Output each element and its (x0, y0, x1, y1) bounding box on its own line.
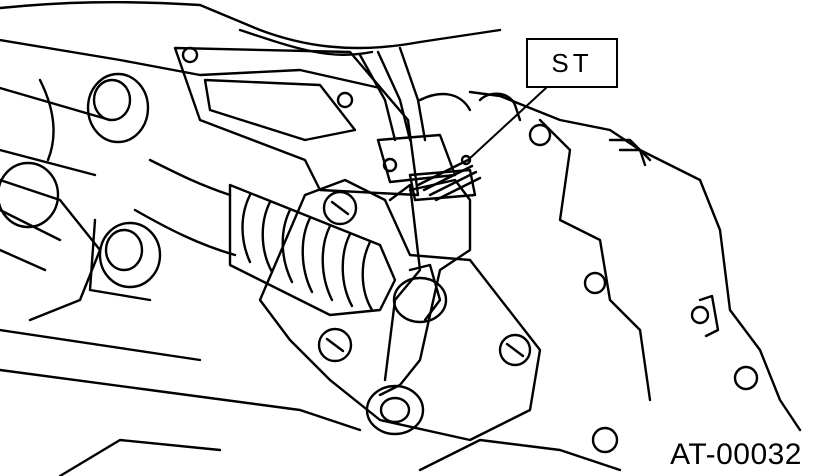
figure-code: AT-00032 (670, 438, 802, 471)
callout-label-text: ST (551, 47, 593, 78)
housing-bottom-edge (0, 178, 622, 476)
housing-top-edge (0, 0, 502, 90)
wire-harness (358, 46, 477, 202)
special-tool-st (416, 154, 482, 202)
inhibitor-switch (258, 178, 542, 442)
cable-sheath (133, 158, 397, 317)
callout-label-st: ST (526, 38, 618, 88)
callout-leader-line (467, 87, 547, 161)
pipe-connectors (0, 72, 162, 302)
right-casing (418, 90, 802, 454)
